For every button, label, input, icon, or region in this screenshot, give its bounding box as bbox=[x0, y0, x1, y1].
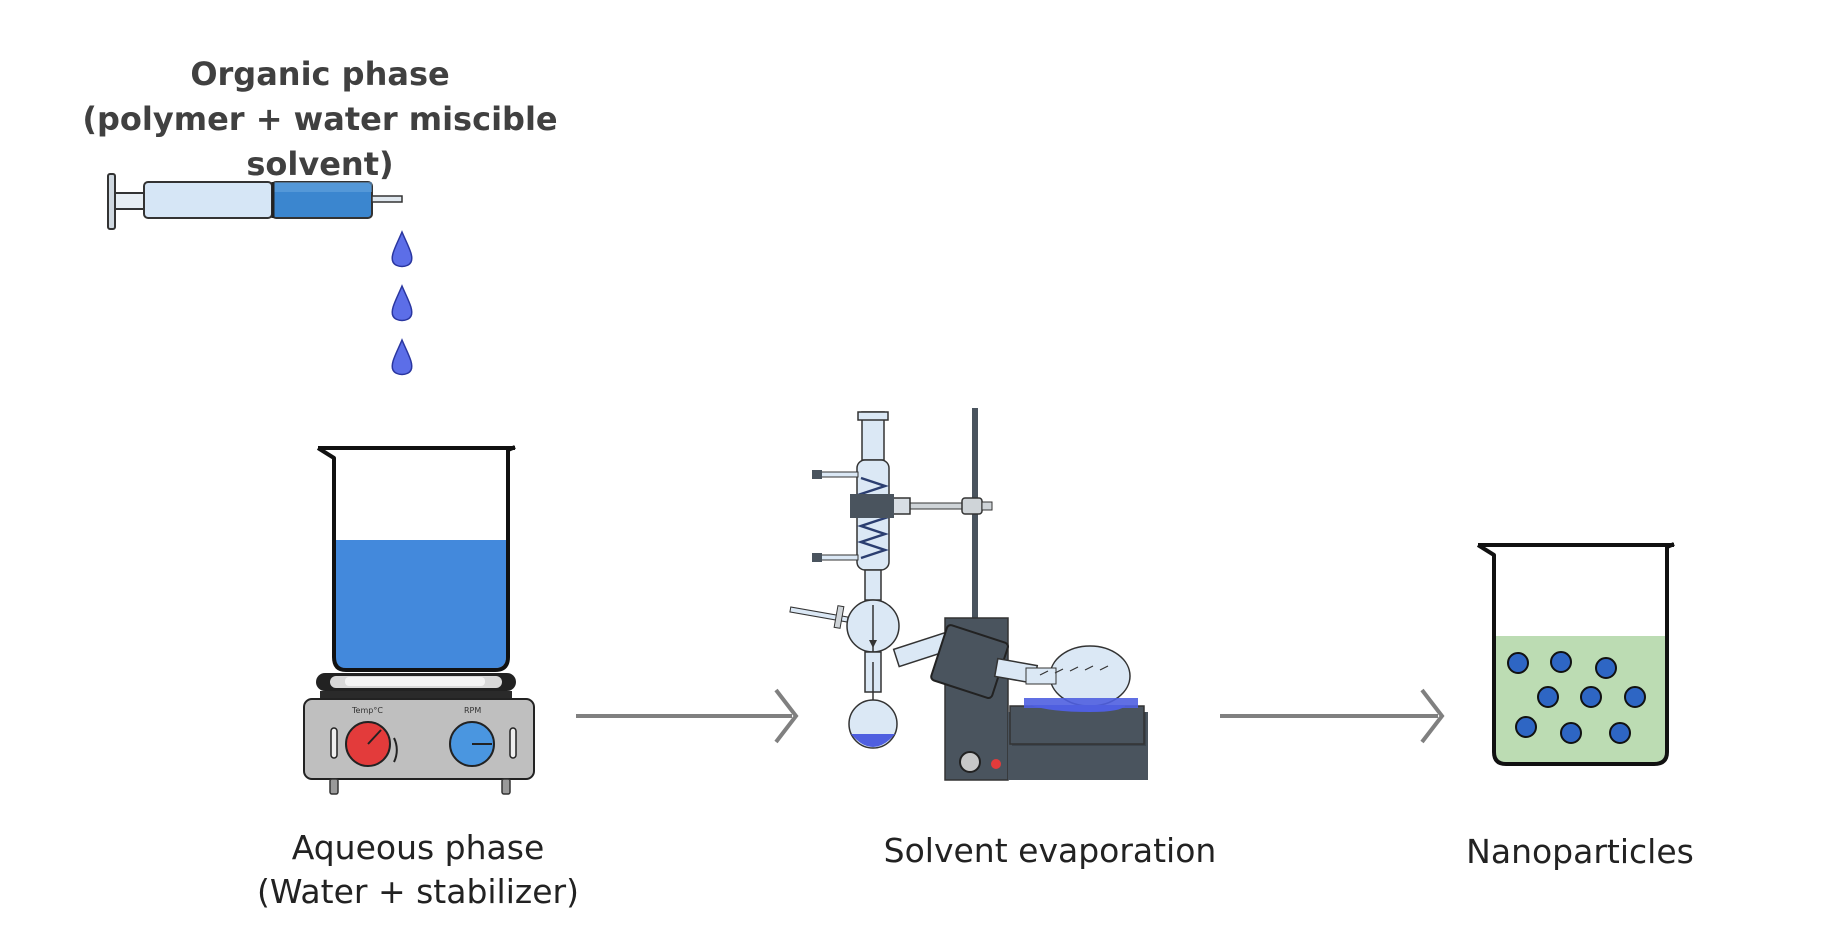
organic-phase-label: Organic phase (polymer + water miscible … bbox=[30, 52, 610, 187]
solvent-evaporation-label: Solvent evaporation bbox=[883, 831, 1217, 870]
aqueous-liquid bbox=[334, 540, 506, 668]
organic-phase-title: Organic phase bbox=[190, 55, 450, 93]
drop-1 bbox=[391, 230, 413, 268]
nanoparticle bbox=[1624, 686, 1646, 708]
evaporating-flask bbox=[1049, 645, 1131, 707]
arrow-2 bbox=[1220, 688, 1445, 744]
arrow-1 bbox=[576, 688, 799, 744]
nanoparticle bbox=[1595, 657, 1617, 679]
drop-2 bbox=[391, 284, 413, 322]
rpm-label: RPM bbox=[464, 706, 481, 715]
nanoparticle bbox=[1515, 716, 1537, 738]
aqueous-beaker bbox=[316, 445, 516, 672]
nanoparticle bbox=[1550, 651, 1572, 673]
syringe-needle bbox=[371, 195, 403, 203]
power-indicator bbox=[991, 759, 1001, 769]
temperature-label: Temp°C bbox=[351, 706, 383, 715]
hotplate-body bbox=[303, 698, 535, 780]
syringe-barrel-empty bbox=[143, 181, 273, 219]
nanoparticle bbox=[1537, 686, 1559, 708]
aqueous-phase-subtitle: (Water + stabilizer) bbox=[257, 872, 579, 911]
condenser-clamp bbox=[850, 494, 894, 518]
heating-bath bbox=[1009, 705, 1145, 745]
nanoparticle-dots bbox=[1507, 651, 1646, 744]
syringe bbox=[107, 173, 403, 230]
nanoparticle bbox=[1560, 722, 1582, 744]
aqueous-phase-label: Aqueous phase (Water + stabilizer) bbox=[230, 826, 606, 914]
nanoparticle-beaker bbox=[1476, 542, 1675, 766]
organic-phase-subtitle: (polymer + water miscible solvent) bbox=[82, 100, 558, 183]
drops bbox=[391, 230, 413, 376]
aqueous-phase-title: Aqueous phase bbox=[291, 828, 545, 867]
drop-3 bbox=[391, 338, 413, 376]
nanoparticles-label: Nanoparticles bbox=[1466, 832, 1694, 871]
syringe-plunger-rod bbox=[114, 192, 146, 210]
nanoparticle bbox=[1580, 686, 1602, 708]
rotary-evaporator bbox=[789, 408, 1148, 781]
nanoparticle bbox=[1609, 722, 1631, 744]
nanoparticle bbox=[1507, 652, 1529, 674]
hotplate: Temp°C RPM bbox=[303, 673, 535, 795]
power-switch bbox=[959, 751, 981, 773]
